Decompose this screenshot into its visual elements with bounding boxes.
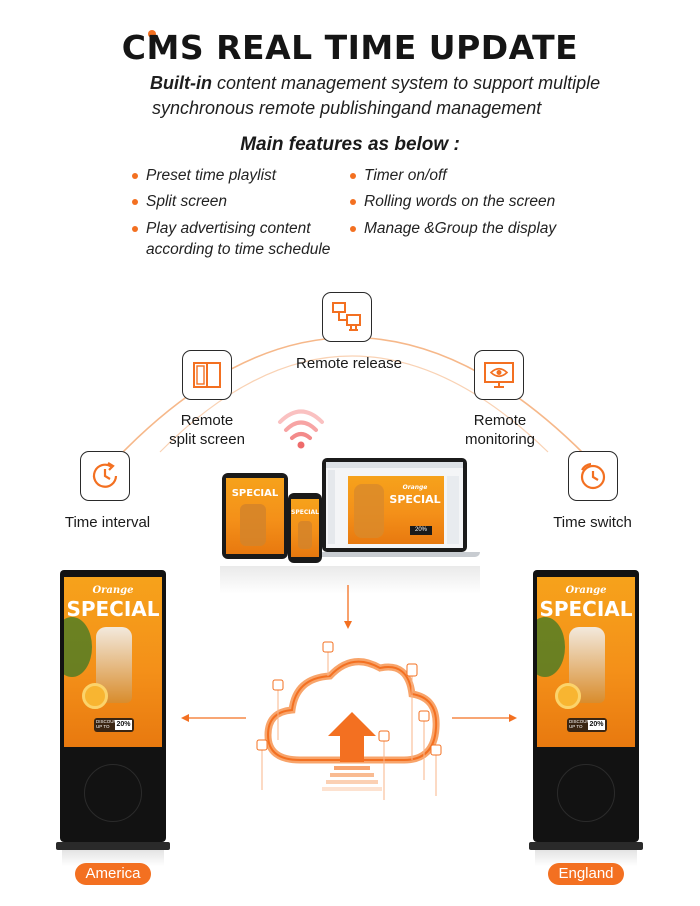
subtitle-line-1: Built-in content management system to su… [150, 73, 600, 94]
remote-release-label: Remote release [296, 355, 402, 372]
remote-release-icon-box [322, 292, 372, 342]
laptop-base [310, 552, 480, 557]
bullet [132, 226, 138, 232]
tablet-screen: SPECIAL [226, 478, 284, 554]
phone-promo-title: SPECIAL [291, 509, 319, 516]
time-switch-icon-box [568, 451, 618, 501]
kiosk-left-screen: Orange SPECIAL DISCOUNT UP TO 20% [64, 577, 162, 747]
down-arrow-head [344, 621, 352, 629]
phone-screen: SPECIAL [291, 499, 319, 557]
time-interval-icon-box [80, 451, 130, 501]
remote-monitor-label-1: Remote [473, 412, 527, 429]
bullet [350, 226, 356, 232]
page-title: CMS REAL TIME UPDATE [121, 28, 579, 67]
monitor-eye-icon [484, 362, 514, 388]
tablet-promo-title: SPECIAL [231, 488, 279, 499]
inner-arc [159, 355, 549, 453]
laptop-promo-title: SPECIAL [389, 493, 441, 506]
feature-item: Manage &Group the display [350, 218, 556, 239]
title-accent-dot [148, 30, 156, 38]
remote-release-icon [332, 302, 361, 331]
subtitle-bold: Built-in [150, 73, 212, 93]
kiosk-right-logo-watermark [557, 764, 615, 822]
kiosk-right-discount-label: DISCOUNT UP TO [569, 719, 593, 729]
kiosk-left-reflection [62, 850, 164, 866]
bullet [132, 173, 138, 179]
remote-split-label-1: Remote [180, 412, 234, 429]
devices-reflection [220, 566, 480, 594]
subtitle-rest: content management system to support mul… [211, 73, 601, 93]
laptop-device: Orange SPECIAL 20% [322, 458, 467, 552]
feature-item-continued: according to time schedule [146, 241, 331, 258]
feature-item: Rolling words on the screen [350, 191, 555, 212]
remote-monitor-label-2: monitoring [464, 431, 536, 448]
satellite-icons [256, 641, 442, 800]
tablet-device: SPECIAL [222, 473, 288, 559]
feature-item: Play advertising content [132, 218, 311, 239]
laptop-discount: 20% [410, 526, 432, 535]
kiosk-right: Orange SPECIAL DISCOUNT UP TO 20% [533, 570, 639, 842]
wifi-signal-icon [278, 409, 324, 449]
kiosk-left-promo-title: SPECIAL [66, 597, 160, 621]
kiosk-left-logo-watermark [84, 764, 142, 822]
left-arrow-head [181, 714, 189, 722]
feature-item: Timer on/off [350, 165, 447, 186]
kiosk-right-reflection [535, 850, 637, 866]
phone-device: SPECIAL [288, 493, 322, 563]
laptop-promo-word: Orange [402, 484, 428, 491]
time-switch-label: Time switch [553, 514, 632, 531]
feature-item: Split screen [132, 191, 227, 212]
clock-switch-icon [580, 462, 606, 490]
subtitle-line-2: synchronous remote publishingand managem… [152, 98, 542, 118]
kiosk-right-stand [529, 842, 643, 850]
region-badge-england: England [548, 863, 624, 885]
region-badge-america: America [75, 863, 151, 885]
kiosk-right-discount-value: 20% [588, 720, 605, 730]
bullet [350, 199, 356, 205]
remote-split-icon-box [182, 350, 232, 400]
kiosk-left-stand [56, 842, 170, 850]
kiosk-left-discount-value: 20% [115, 720, 132, 730]
time-interval-label: Time interval [64, 514, 151, 531]
kiosk-left-discount-label: DISCOUNT UP TO [96, 719, 120, 729]
right-arrow-head [509, 714, 517, 722]
bullet [132, 199, 138, 205]
remote-monitor-icon-box [474, 350, 524, 400]
kiosk-left: Orange SPECIAL DISCOUNT UP TO 20% [60, 570, 166, 842]
kiosk-right-promo-title: SPECIAL [539, 597, 633, 621]
laptop-preview: Orange SPECIAL 20% [348, 476, 444, 544]
laptop-screen: Orange SPECIAL 20% [326, 462, 463, 548]
cloud-upload-icon [264, 658, 440, 791]
features-heading: Main features as below : [240, 134, 460, 155]
orange-slice [555, 683, 581, 709]
orange-slice [82, 683, 108, 709]
kiosk-right-screen: Orange SPECIAL DISCOUNT UP TO 20% [537, 577, 635, 747]
feature-item: Preset time playlist [132, 165, 276, 186]
bullet [350, 173, 356, 179]
kiosk-left-promo-word: Orange [92, 585, 134, 596]
split-screen-icon [193, 362, 221, 388]
remote-split-label-2: split screen [169, 431, 245, 448]
kiosk-right-promo-word: Orange [565, 585, 607, 596]
clock-refresh-icon [92, 462, 118, 488]
